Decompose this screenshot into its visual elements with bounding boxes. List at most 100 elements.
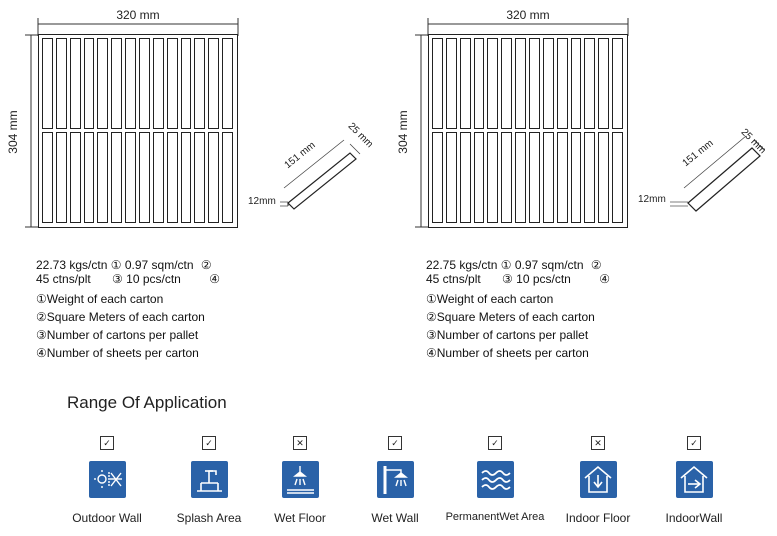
spec-row-1: 22.75 kgs/ctn ① 0.97 sqm/ctn ② (426, 258, 602, 272)
check-mark: ✓ (388, 436, 402, 450)
tile-strip (152, 38, 164, 129)
tile-strip (529, 132, 540, 223)
tile-strip (529, 38, 540, 129)
tile-strip (55, 132, 67, 223)
tile-strip (69, 132, 81, 223)
tile-strip (166, 38, 178, 129)
spec-marker-1: ① (110, 258, 122, 272)
strip-illustration (670, 135, 765, 212)
tile-strip (487, 132, 499, 223)
height-dimension-line (415, 34, 430, 228)
tile-strip (42, 38, 53, 129)
strip-thickness-label: 12mm (248, 196, 276, 207)
application-outdoor-wall: ✓ Outdoor Wall (52, 436, 162, 525)
spec-sqm: 0.97 sqm/ctn (514, 258, 584, 272)
tile-strip (612, 38, 623, 129)
tile-strip (222, 38, 233, 129)
application-label: Indoor Floor (565, 511, 631, 525)
spec-marker-3: ③ (502, 272, 513, 286)
tile-strip (125, 132, 136, 223)
house-arrow-icon (675, 461, 713, 498)
width-dimension-line (427, 18, 629, 36)
check-mark: ✓ (202, 436, 216, 450)
tile-strip (542, 132, 554, 223)
tile-strip (501, 132, 513, 223)
tile-strip (69, 38, 81, 129)
tile-strip (570, 38, 582, 129)
tile-strip (166, 132, 178, 223)
tile-strip (125, 38, 136, 129)
spec-row-2: 45 ctns/plt ③ 10 pcs/ctn ④ (36, 272, 220, 286)
tile-strip (83, 38, 95, 129)
spec-weight: 22.73 kgs/ctn (36, 258, 108, 272)
check-mark: ✕ (591, 436, 605, 450)
tile-strip (445, 38, 457, 129)
check-mark: ✓ (488, 436, 502, 450)
tile-strip (194, 38, 206, 129)
tile-strip (570, 132, 582, 223)
tile-strip (194, 132, 206, 223)
tile-strip (97, 132, 109, 223)
waves-icon (476, 461, 514, 498)
spec-pcs: 10 pcs/ctn (126, 272, 181, 286)
snow-sun-icon (88, 461, 126, 498)
application-indoor-floor: ✕ Indoor Floor (543, 436, 653, 525)
check-mark: ✓ (687, 436, 701, 450)
spec-marker-1: ① (500, 258, 512, 272)
spec-marker-2: ② (200, 258, 212, 272)
check-mark: ✓ (100, 436, 114, 450)
application-wet-wall: ✓ Wet Wall (340, 436, 450, 525)
width-dimension-label: 320 mm (116, 8, 160, 22)
tile-strip (432, 132, 443, 223)
height-dimension-label: 304 mm (396, 110, 410, 154)
tile-strip (598, 132, 610, 223)
spec-marker-3: ③ (112, 272, 123, 286)
tile-strip (180, 38, 192, 129)
tile-strip (556, 38, 568, 129)
spec-weight: 22.75 kgs/ctn (426, 258, 498, 272)
application-label: Splash Area (176, 511, 242, 525)
spec-row-1: 22.73 kgs/ctn ① 0.97 sqm/ctn ② (36, 258, 212, 272)
application-wet-floor: ✕ Wet Floor (245, 436, 355, 525)
width-dimension-line (37, 18, 239, 36)
spec-row-2: 45 ctns/plt ③ 10 pcs/ctn ④ (426, 272, 610, 286)
application-label: IndoorWall (665, 511, 723, 525)
tile-strip (584, 38, 596, 129)
spec-pcs: 10 pcs/ctn (516, 272, 571, 286)
tile-strip (180, 132, 192, 223)
spec-ctns: 45 ctns/plt (426, 272, 481, 286)
height-dimension-label: 304 mm (6, 110, 20, 154)
strip-thickness-label: 12mm (638, 194, 666, 205)
tile-strip (208, 38, 220, 129)
tile-strip (42, 132, 53, 223)
width-dimension-label: 320 mm (506, 8, 550, 22)
tile-strip (97, 38, 109, 129)
tile-strip (459, 132, 471, 223)
tile-strip (487, 38, 499, 129)
tile-strip (598, 38, 610, 129)
tile-strip (111, 38, 123, 129)
tile-strip (473, 132, 485, 223)
tile-strip (111, 132, 123, 223)
tile-strip (612, 132, 623, 223)
tile-strip (432, 38, 443, 129)
tile-strip (208, 132, 220, 223)
tile-strip (556, 132, 568, 223)
tile-strip (445, 132, 457, 223)
spec-ctns: 45 ctns/plt (36, 272, 91, 286)
tile-sheet (38, 34, 238, 228)
tile-strip (83, 132, 95, 223)
tile-strip (473, 38, 485, 129)
shower-wall-icon (376, 461, 414, 498)
strip-illustration (280, 139, 361, 210)
application-splash-area: ✓ Splash Area (154, 436, 264, 525)
